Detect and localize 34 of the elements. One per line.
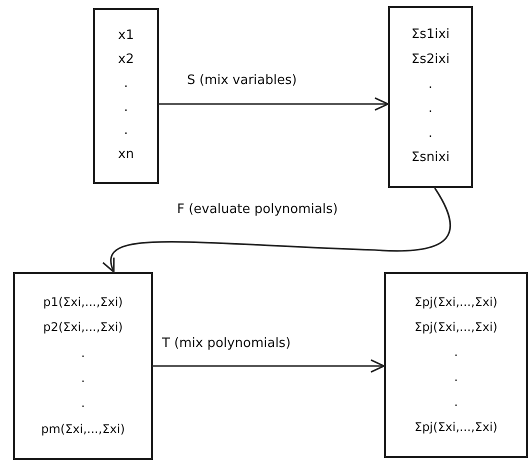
edge-label: S (mix variables) bbox=[185, 73, 299, 88]
formula-text: . bbox=[454, 370, 458, 384]
formula-text: . bbox=[81, 346, 85, 360]
formula-text: pm(Σxi,...,Σxi) bbox=[41, 422, 125, 436]
arrow bbox=[159, 97, 389, 111]
edge-label: T (mix polynomials) bbox=[160, 336, 293, 351]
edge-label: F (evaluate polynomials) bbox=[175, 202, 340, 217]
formula-text: . bbox=[428, 126, 433, 142]
formula-text: . bbox=[81, 372, 85, 386]
formula-text: p2(Σxi,...,Σxi) bbox=[43, 321, 123, 335]
formula-text: Σpj(Σxi,...,Σxi) bbox=[414, 296, 498, 310]
formula-text: . bbox=[124, 100, 128, 115]
formula-text: . bbox=[454, 396, 458, 410]
formula-text: . bbox=[428, 102, 433, 116]
formula-text: x2 bbox=[118, 53, 134, 68]
formula-text: . bbox=[124, 124, 128, 139]
arrow bbox=[153, 359, 385, 373]
formula-text: . bbox=[124, 76, 128, 92]
formula-text: p1(Σxi,...,Σxi) bbox=[43, 296, 123, 310]
formula-text: Σpj(Σxi,...,Σxi) bbox=[414, 420, 498, 434]
formula-text: . bbox=[428, 78, 433, 92]
process-box bbox=[384, 272, 528, 458]
formula-text: Σs2ixi bbox=[411, 52, 450, 68]
process-box bbox=[93, 8, 159, 184]
formula-text: x1 bbox=[118, 29, 134, 44]
formula-text: Σsnixi bbox=[411, 151, 450, 166]
formula-text: . bbox=[81, 397, 85, 411]
formula-text: Σpj(Σxi,...,Σxi) bbox=[414, 320, 498, 334]
formula-text: xn bbox=[118, 148, 134, 162]
process-box bbox=[388, 6, 473, 188]
formula-text: Σs1ixi bbox=[411, 28, 450, 43]
arrow bbox=[104, 188, 451, 273]
formula-text: . bbox=[454, 346, 458, 360]
process-box bbox=[13, 272, 153, 460]
